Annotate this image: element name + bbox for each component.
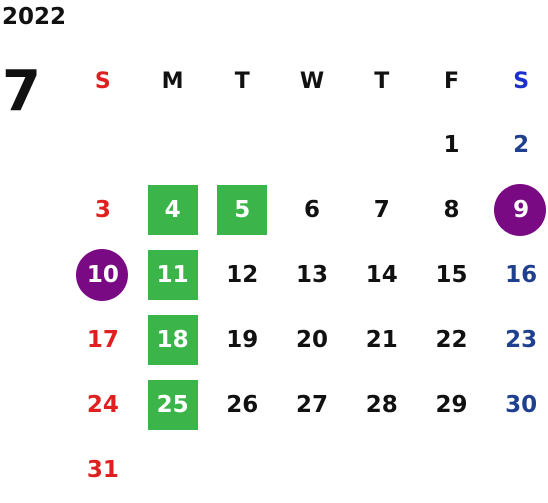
weekday-wednesday: W	[299, 68, 325, 94]
calendar-year: 2022	[2, 4, 67, 30]
day-cell-empty	[138, 112, 208, 177]
weekday-thursday: T	[374, 68, 390, 94]
week-row-3: 10 11 12 13 14 15 16	[68, 242, 548, 307]
day-cell: 28	[365, 391, 398, 418]
day-cell: 21	[365, 326, 398, 353]
day-cell-empty	[347, 112, 417, 177]
day-cell-highlighted: 11	[138, 242, 208, 307]
day-cell: 14	[365, 261, 398, 288]
weekday-header-row: S M T W T F S	[68, 50, 548, 112]
week-row-5: 24 25 26 27 28 29 30	[68, 372, 548, 437]
calendar-grid: S M T W T F S 1 2 3 4 5 6 7 8 9 10	[68, 50, 548, 502]
day-cell-empty	[207, 112, 277, 177]
day-cell: 6	[304, 196, 321, 223]
day-cell-empty	[138, 437, 208, 502]
day-cell-highlighted: 4	[138, 177, 208, 242]
week-row-1: 1 2	[68, 112, 548, 177]
day-cell: 3	[94, 196, 111, 223]
day-cell: 12	[226, 261, 259, 288]
calendar-month: 7	[2, 59, 41, 124]
day-cell-circled: 9	[486, 177, 548, 242]
weekday-tuesday: T	[234, 68, 250, 94]
day-cell: 19	[226, 326, 259, 353]
day-cell-empty	[417, 437, 487, 502]
day-cell: 7	[373, 196, 390, 223]
day-cell: 17	[86, 326, 119, 353]
weekday-sunday: S	[94, 68, 111, 94]
day-cell-highlighted: 5	[207, 177, 277, 242]
day-cell-empty	[277, 112, 347, 177]
day-cell-empty	[68, 112, 138, 177]
day-cell-empty	[207, 437, 277, 502]
day-cell: 26	[226, 391, 259, 418]
day-cell: 27	[296, 391, 329, 418]
day-cell: 23	[505, 326, 538, 353]
day-cell-circled: 10	[68, 242, 138, 307]
day-cell: 1	[443, 131, 460, 158]
day-cell: 20	[296, 326, 329, 353]
day-cell-empty	[486, 437, 548, 502]
day-cell: 29	[435, 391, 468, 418]
day-cell-highlighted: 18	[138, 307, 208, 372]
day-cell: 2	[513, 131, 530, 158]
day-cell-empty	[347, 437, 417, 502]
day-cell: 13	[296, 261, 329, 288]
day-cell-empty	[277, 437, 347, 502]
day-cell: 30	[505, 391, 538, 418]
week-row-6: 31	[68, 437, 548, 502]
week-row-2: 3 4 5 6 7 8 9	[68, 177, 548, 242]
weekday-saturday: S	[513, 68, 530, 94]
day-cell: 8	[443, 196, 460, 223]
day-cell: 22	[435, 326, 468, 353]
week-row-4: 17 18 19 20 21 22 23	[68, 307, 548, 372]
day-cell-highlighted: 25	[138, 372, 208, 437]
weekday-monday: M	[161, 68, 184, 94]
day-cell: 15	[435, 261, 468, 288]
weekday-friday: F	[443, 68, 459, 94]
day-cell: 16	[505, 261, 538, 288]
day-cell: 24	[86, 391, 119, 418]
day-cell: 31	[86, 456, 119, 483]
